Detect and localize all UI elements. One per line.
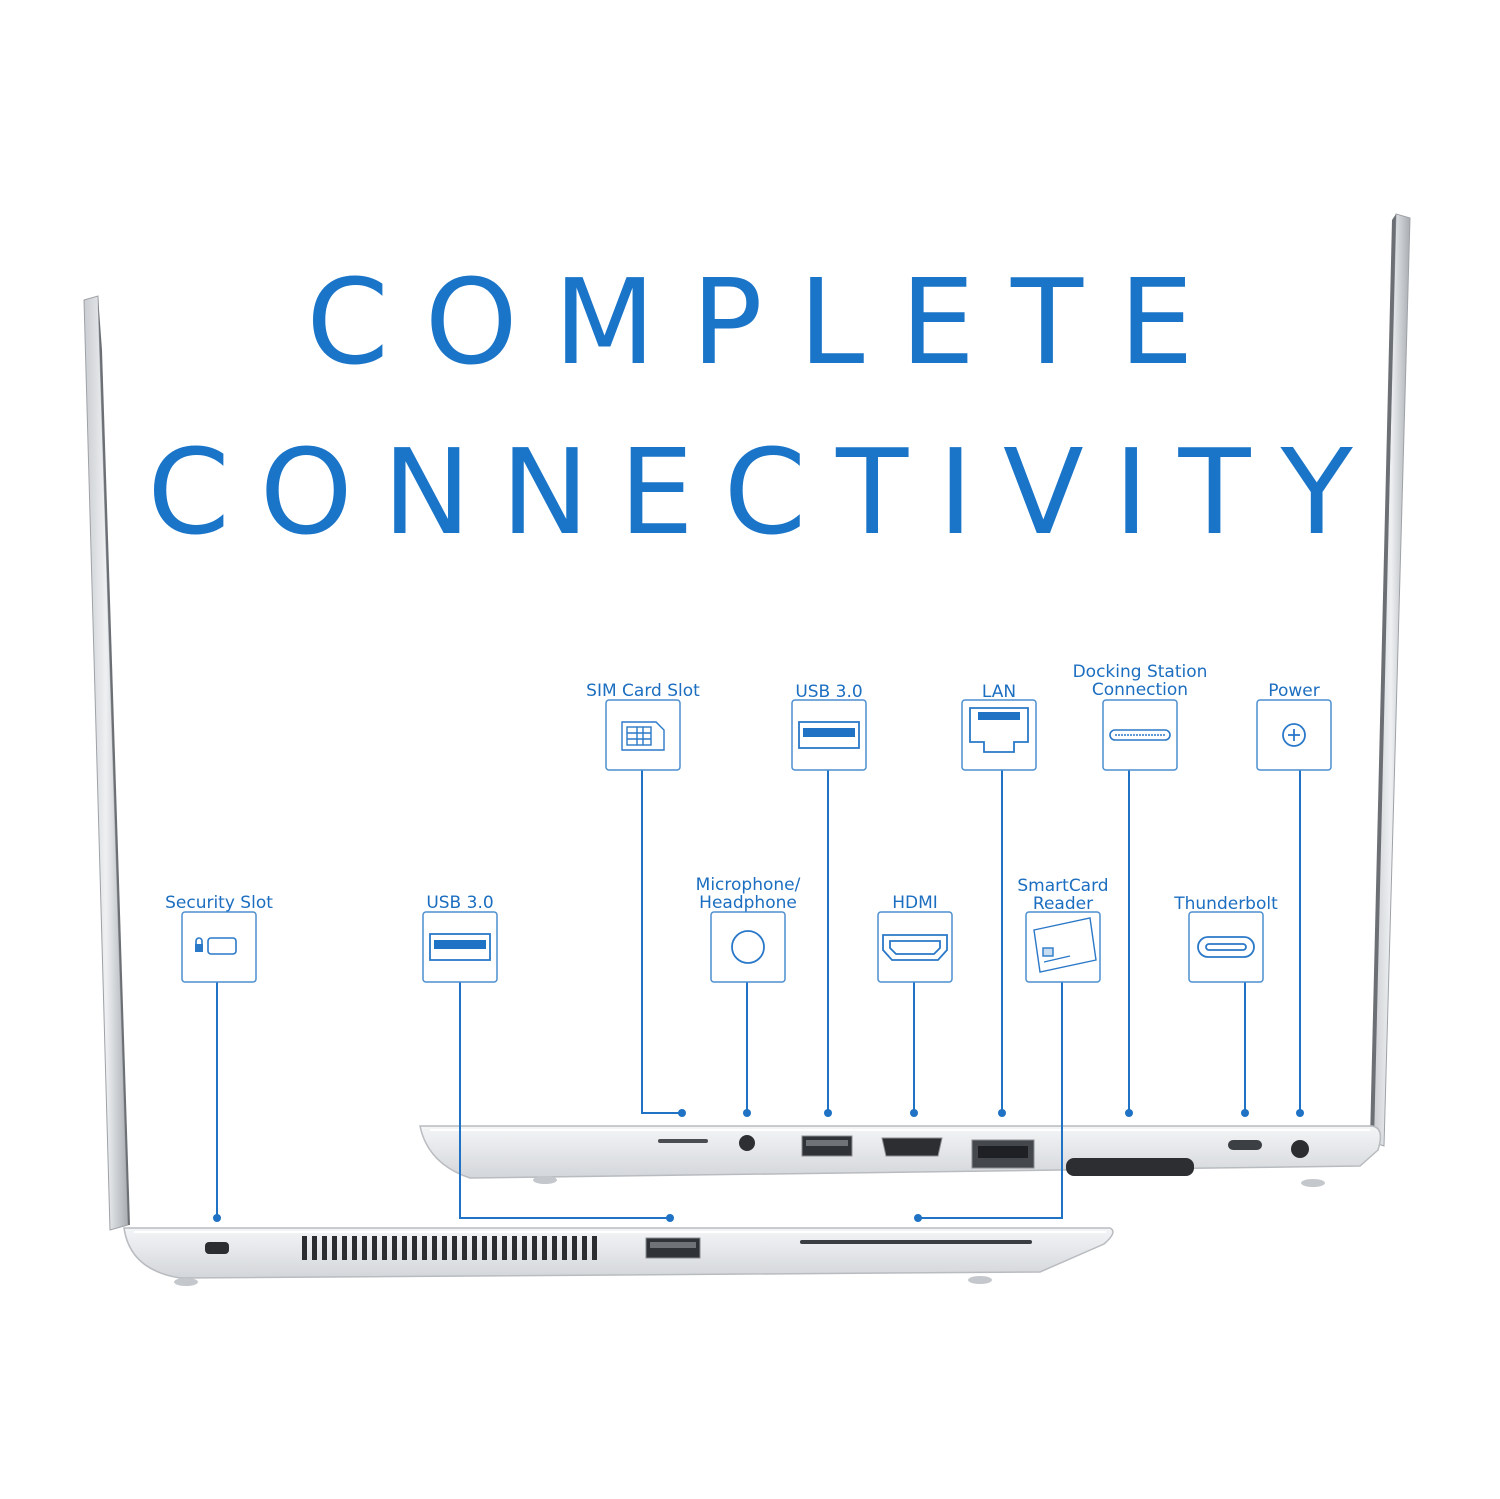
lan-box xyxy=(961,699,1037,771)
callout-dots xyxy=(213,1109,1304,1222)
vent-slat xyxy=(452,1236,457,1260)
audio-box xyxy=(710,911,786,983)
label-security-slot: Security Slot xyxy=(165,893,273,913)
vent-slat xyxy=(422,1236,427,1260)
vent-slat xyxy=(352,1236,357,1260)
power-jack-icon xyxy=(1282,723,1306,747)
label-power: Power xyxy=(1268,681,1320,701)
docking-connector-icon xyxy=(1109,729,1171,741)
security-slot-box xyxy=(181,911,257,983)
vent-slat xyxy=(592,1236,597,1260)
ethernet-icon xyxy=(969,707,1029,753)
label-lan: LAN xyxy=(981,682,1017,702)
left-laptop-lid xyxy=(83,295,130,1231)
vent-slat xyxy=(482,1236,487,1260)
vent-slat xyxy=(582,1236,587,1260)
sim-card-icon xyxy=(621,721,665,751)
vent-slat xyxy=(392,1236,397,1260)
vent-slat xyxy=(462,1236,467,1260)
label-hdmi: HDMI xyxy=(892,893,938,913)
cooling-vents xyxy=(302,1236,597,1260)
usb-a-icon xyxy=(429,933,491,961)
left-laptop-base xyxy=(123,1227,1114,1286)
vent-slat xyxy=(342,1236,347,1260)
vent-slat xyxy=(562,1236,567,1260)
headline-line-1: COMPLETE xyxy=(306,253,1230,391)
label-audio: Microphone/ Headphone xyxy=(695,875,801,913)
label-thunderbolt: Thunderbolt xyxy=(1174,894,1278,914)
hdmi-box xyxy=(877,911,953,983)
audio-jack-icon xyxy=(731,930,765,964)
right-laptop-lid xyxy=(1370,213,1411,1147)
vent-slat xyxy=(572,1236,577,1260)
headline-line-2: CONNECTIVITY xyxy=(147,423,1383,561)
usb-c-icon xyxy=(1197,936,1255,958)
label-smartcard: SmartCard Reader xyxy=(1017,876,1109,914)
vent-slat xyxy=(522,1236,527,1260)
vent-slat xyxy=(302,1236,307,1260)
vent-slat xyxy=(532,1236,537,1260)
right-laptop-base xyxy=(419,1125,1382,1187)
vent-slat xyxy=(472,1236,477,1260)
vent-slat xyxy=(312,1236,317,1260)
hdmi-icon xyxy=(882,934,948,961)
vent-slat xyxy=(502,1236,507,1260)
vent-slat xyxy=(362,1236,367,1260)
label-usb-right: USB 3.0 xyxy=(795,682,863,702)
vent-slat xyxy=(432,1236,437,1260)
vent-slat xyxy=(542,1236,547,1260)
thunderbolt-box xyxy=(1188,911,1264,983)
vent-slat xyxy=(512,1236,517,1260)
vent-slat xyxy=(372,1236,377,1260)
smartcard-icon xyxy=(1033,917,1097,973)
label-sim: SIM Card Slot xyxy=(586,681,700,701)
label-usb-left: USB 3.0 xyxy=(426,893,494,913)
vent-slat xyxy=(492,1236,497,1260)
callout-lines xyxy=(216,770,1301,1219)
vent-slat xyxy=(322,1236,327,1260)
vent-slat xyxy=(332,1236,337,1260)
usb-a-icon-2 xyxy=(798,721,860,749)
vent-slat xyxy=(552,1236,557,1260)
vent-slat xyxy=(412,1236,417,1260)
vent-slat xyxy=(402,1236,407,1260)
smartcard-box xyxy=(1025,911,1101,983)
lock-slot-icon xyxy=(195,937,237,955)
vent-slat xyxy=(382,1236,387,1260)
label-docking: Docking Station Connection xyxy=(1072,662,1208,700)
vent-slat xyxy=(442,1236,447,1260)
